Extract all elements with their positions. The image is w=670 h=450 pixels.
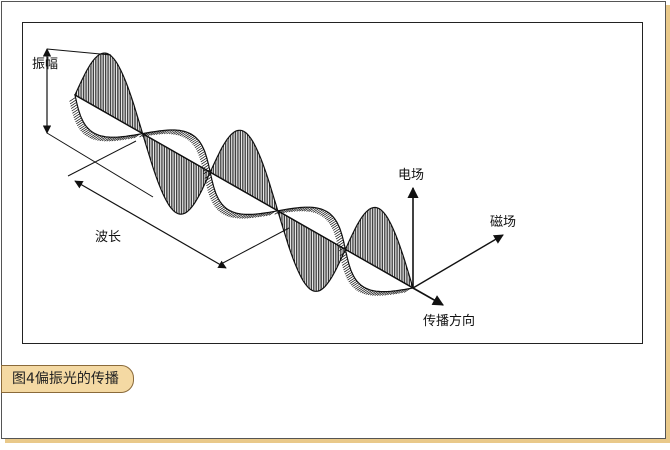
amplitude-guide-top (46, 48, 112, 56)
magnetic-lobe-1 (139, 129, 212, 175)
magnetic-lobe-3 (274, 206, 347, 252)
electric-lobe-3 (276, 209, 347, 292)
wavelength-guide-right (220, 227, 290, 265)
amplitude-guide-bottom (46, 132, 154, 198)
electric-lobe-4 (344, 206, 415, 290)
electric-field-label: 电场 (398, 168, 425, 183)
wave-illustration (42, 48, 504, 306)
magnetic-lobe-4 (339, 248, 415, 296)
magnetic-lobe-0 (69, 93, 145, 142)
propagation-arrow (412, 287, 444, 306)
electric-lobe-0 (74, 52, 144, 135)
magnetic-field-arrow (412, 234, 504, 289)
magnetic-field-label: 磁场 (490, 215, 517, 230)
wavelength-arrow (74, 180, 227, 269)
propagation-axis (74, 94, 414, 289)
article-card: 振幅 波长 电场 磁场 传播方向 图4偏振光的传播 (1, 1, 666, 439)
propagation-direction-label: 传播方向 (423, 314, 476, 329)
wave-diagram: 振幅 波长 电场 磁场 传播方向 (22, 22, 643, 344)
amplitude-label: 振幅 (32, 57, 59, 72)
wavelength-guide-left (67, 140, 137, 177)
electric-lobe-2 (209, 129, 279, 213)
wavelength-label: 波长 (95, 230, 122, 245)
figure-caption: 图4偏振光的传播 (1, 365, 134, 393)
